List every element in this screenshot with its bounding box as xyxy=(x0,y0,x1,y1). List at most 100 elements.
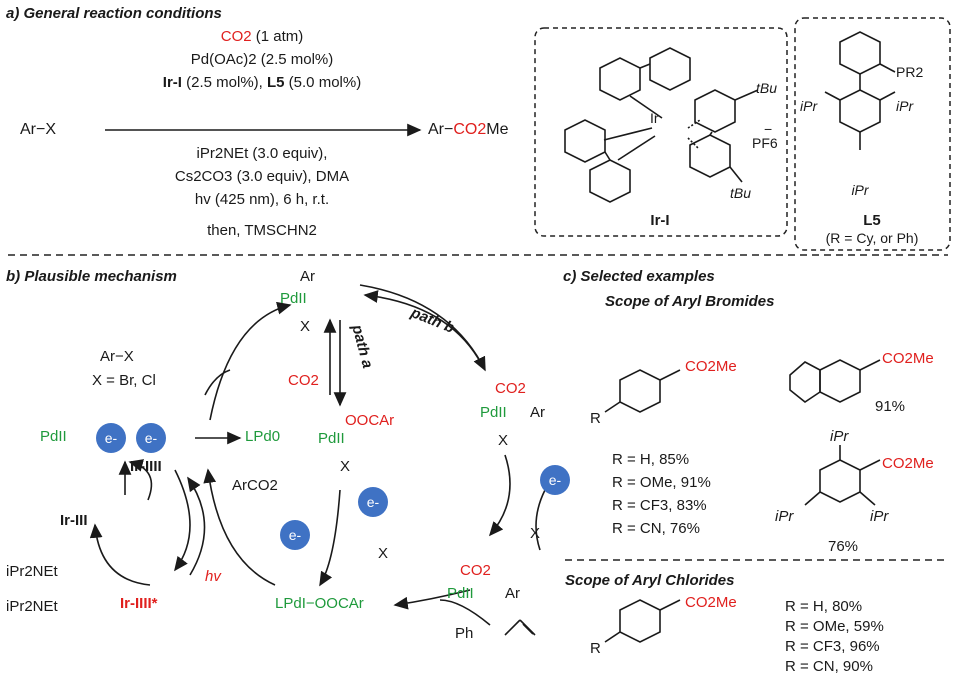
arco2-text: ArCO2 xyxy=(232,477,278,494)
product-suffix: Me xyxy=(486,121,509,138)
pd-top-x: X xyxy=(300,318,311,335)
ir-atom: Ir xyxy=(650,110,659,126)
co2-condition: CO2 (1 atm) xyxy=(221,28,304,45)
mechanism-arrows xyxy=(89,284,546,626)
tbu-bottom: tBu xyxy=(730,185,752,201)
chloride-yields: R = H, 80% R = OMe, 59% R = CF3, 96% R =… xyxy=(785,597,884,677)
co2-text: CO2 xyxy=(220,28,252,45)
ir-box xyxy=(534,27,788,237)
tbu-top: tBu xyxy=(756,80,778,96)
bromides-title: Scope of Aryl Bromides xyxy=(605,293,775,310)
pd-mid-center: PdII xyxy=(318,430,345,447)
ir-amount: (2.5 mol%), xyxy=(186,74,263,91)
arco2-anion: ArCO2 xyxy=(232,477,278,494)
pd-top-center: PdII xyxy=(280,290,307,307)
l5-label-bold: L5 xyxy=(266,74,285,91)
ir-l5-condition: Ir-I (2.5 mol%), L5 (5.0 mol%) xyxy=(163,74,361,91)
right-ar: Ar xyxy=(530,404,545,421)
co2me-mesityl: CO2Me xyxy=(882,455,934,472)
hv-condition: hv (425 nm), 6 h, r.t. xyxy=(194,191,330,208)
bromide-row: R = H, 85% xyxy=(612,451,690,468)
co2-note: (1 atm) xyxy=(255,28,304,45)
product-prefix: Ar− xyxy=(428,121,454,138)
substrate-structures xyxy=(604,359,881,643)
chloride-row: R = OMe, 59% xyxy=(785,618,884,635)
electron-bubble-1: e- xyxy=(96,423,126,453)
co2-path-a: CO2 xyxy=(288,372,319,389)
styrene-ph: Ph xyxy=(455,625,474,642)
amine-reduced: iPr2NEt xyxy=(6,598,58,615)
co2me-bromide: CO2Me xyxy=(685,358,737,375)
electron-bubble-2: e- xyxy=(136,423,166,453)
right-pd: PdII xyxy=(480,404,507,421)
styrene-structure xyxy=(504,619,536,636)
then-condition: then, TMSCHN2 xyxy=(207,222,317,239)
right-co2: CO2 xyxy=(495,380,526,397)
product-ester: Ar−CO2Me xyxy=(428,121,508,139)
chloride-row: R = CN, 90% xyxy=(785,658,873,675)
right-x: X xyxy=(498,432,509,449)
reactant-arx: Ar−X xyxy=(20,121,57,138)
yield-mesityl: 76% xyxy=(828,538,859,555)
co2me-benzodioxole: CO2Me xyxy=(882,350,934,367)
ir-iii-top: Ir-IIII xyxy=(130,458,162,475)
l5-note: (R = Cy, or Ph) xyxy=(825,230,919,246)
pd-mid-x: X xyxy=(340,458,351,475)
chlorides-title: Scope of Aryl Chlorides xyxy=(565,572,735,589)
section-a-title: a) General reaction conditions xyxy=(6,5,222,22)
ipr-right: iPr xyxy=(896,98,914,114)
ooc-ar: OOCAr xyxy=(345,412,395,429)
cs-condition: Cs2CO3 (3.0 equiv), DMA xyxy=(174,168,350,185)
bromide-row: R = OMe, 91% xyxy=(612,474,711,491)
electron-bubble-mid: e- xyxy=(280,520,310,550)
section-b-title: b) Plausible mechanism xyxy=(6,268,177,285)
pd-top-ar: Ar xyxy=(300,268,315,285)
bromide-row: R = CN, 76% xyxy=(612,520,700,537)
product-co2: CO2 xyxy=(453,121,487,138)
x-minus-mid: X xyxy=(378,545,389,562)
pf6-text: PF6 xyxy=(752,135,778,151)
section-c-title: c) Selected examples xyxy=(563,268,715,285)
pd1-center: PdII xyxy=(447,585,474,602)
electron-bubble-right: e- xyxy=(540,465,570,495)
yield-benzodioxole: 91% xyxy=(875,398,906,415)
r-chloride: R xyxy=(590,640,601,657)
ipr-mesityl-left: iPr xyxy=(775,508,794,525)
l5-label: L5 xyxy=(863,212,881,229)
chloride-row: R = CF3, 96% xyxy=(785,638,880,655)
ipr-bottom: iPr xyxy=(851,182,869,198)
ir-ii: Ir-III xyxy=(60,512,88,529)
lpd0: LPd0 xyxy=(245,428,281,445)
base-condition: iPr2NEt (3.0 equiv), xyxy=(196,145,328,162)
ipr-mesityl-top: iPr xyxy=(830,428,849,445)
ir-complex-structure xyxy=(564,47,759,203)
pf6-counterion: − PF6 xyxy=(752,121,778,151)
bromide-row: R = CF3, 83% xyxy=(612,497,707,514)
r-bromide: R xyxy=(590,410,601,427)
pr2-group: PR2 xyxy=(896,64,924,80)
lpd1-ooc-ar: LPdI−OOCAr xyxy=(275,595,364,612)
pd-condition: Pd(OAc)2 (2.5 mol%) xyxy=(190,51,334,68)
electron-bubble-pathb: e- xyxy=(358,487,388,517)
ir-label-bold: Ir-I xyxy=(162,74,182,91)
mech-arx: Ar−X xyxy=(100,348,134,365)
l5-amount: (5.0 mol%) xyxy=(288,74,362,91)
l5-ligand-structure xyxy=(824,31,896,150)
hv-label: hv xyxy=(205,568,221,585)
pf6-minus: − xyxy=(764,121,773,137)
x-minus-right: X xyxy=(530,525,541,542)
ipr-mesityl-right: iPr xyxy=(870,508,889,525)
chloride-row: R = H, 80% xyxy=(785,598,863,615)
ipr-left: iPr xyxy=(800,98,818,114)
amine-oxidized: iPr2NEt xyxy=(6,563,58,580)
co2me-chloride: CO2Me xyxy=(685,594,737,611)
bromide-yields: R = H, 85% R = OMe, 91% R = CF3, 83% R =… xyxy=(612,448,711,540)
ir-i-label: Ir-I xyxy=(650,212,670,229)
pd2-left: PdII xyxy=(40,428,67,445)
pd1-ar: Ar xyxy=(505,585,520,602)
mech-x-note: X = Br, Cl xyxy=(92,372,156,389)
ir-iii-excited: Ir-IIII* xyxy=(120,595,158,612)
pd1-co2: CO2 xyxy=(460,562,491,579)
